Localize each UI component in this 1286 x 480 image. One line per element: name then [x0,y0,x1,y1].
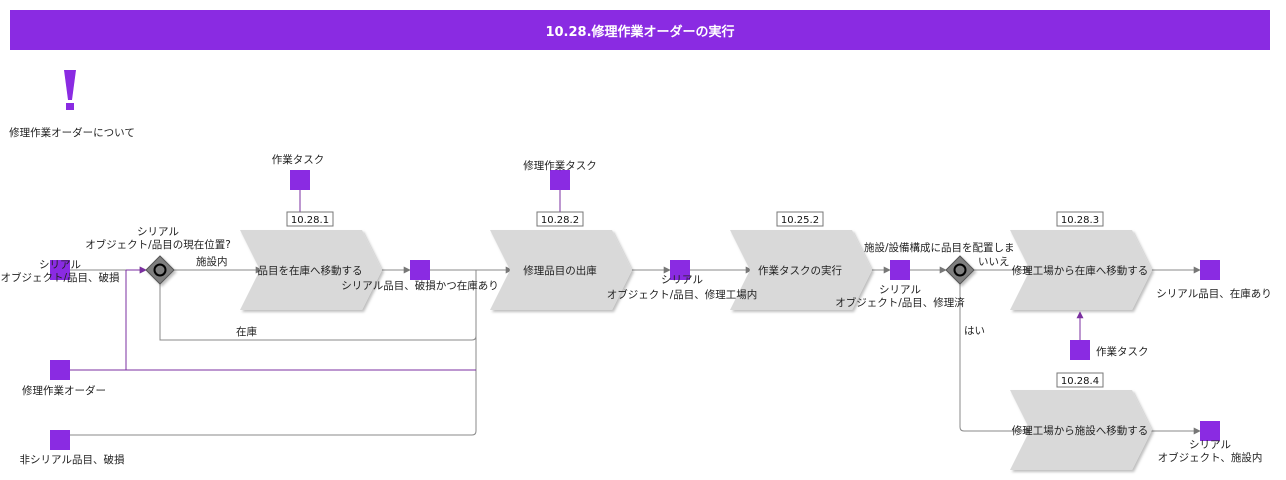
gateway2-no-label: いいえ [978,256,1010,268]
event-in-workshop[interactable] [670,260,690,280]
gateway2-yes-label: はい [964,325,985,337]
flow-non-serial [70,336,477,436]
ref-label-4: 10.28.3 [1061,215,1099,226]
event-workshop-line2: オブジェクト/品目、修理工場内 [607,288,758,301]
event-damaged-stock-label: シリアル品目、破損かつ在庫あり [341,279,498,292]
gateway2-question: 施設/設備構成に品目を配置しま [864,241,1015,254]
doc-label-task5: 作業タスク [1096,345,1149,358]
ref-label-5: 10.28.4 [1061,376,1099,387]
event-repaired[interactable] [890,260,910,280]
task-label-3: 作業タスクの実行 [758,264,842,277]
gateway1-no-label: 在庫 [236,325,257,338]
gateway1-yes-label: 施設内 [196,255,228,268]
event-input-line2: オブジェクト/品目、破損 [0,271,120,284]
doc-label-task1: 作業タスク [272,153,325,166]
exclamation-icon [64,70,76,110]
ref-box-2[interactable] [536,211,584,227]
gateway1-question-line2: オブジェクト/品目の現在位置? [85,238,231,251]
event-repaired-line2: オブジェクト/品目、修理済 [835,296,965,309]
gateway-1[interactable] [145,255,175,285]
ref-label-3: 10.25.2 [781,215,819,226]
event-serial-damaged-stock[interactable] [410,260,430,280]
ref-box-4[interactable] [1056,211,1104,227]
event-repair-order[interactable] [50,360,70,380]
doc-square-task1[interactable] [290,170,310,190]
task-label-4: 修理工場から在庫へ移動する [1012,264,1149,277]
task-chevron-2[interactable] [490,230,632,310]
event-non-serial[interactable] [50,430,70,450]
ref-box-5[interactable] [1056,372,1104,388]
task-label-1: 品目を在庫へ移動する [258,264,363,277]
doc-square-task2[interactable] [550,170,570,190]
event-facility-line1: シリアル [1189,439,1231,451]
event-in-stock[interactable] [1200,260,1220,280]
event-input-line1: シリアル [39,259,81,271]
doc-label-task2: 修理作業タスク [523,159,597,172]
event-non-serial-label: 非シリアル品目、破損 [20,453,125,466]
event-in-stock-label: シリアル品目、在庫あり [1156,287,1271,300]
event-in-facility[interactable] [1200,421,1220,441]
gateway1-question-line1: シリアル [137,226,179,238]
ref-box-1[interactable] [286,211,334,227]
flow-gateway2-yes [959,284,1033,435]
task-label-5: 修理工場から施設へ移動する [1012,424,1149,437]
task-label-2: 修理品目の出庫 [523,264,597,277]
task-chevron-4[interactable] [1010,230,1152,310]
event-serial-damaged-input[interactable] [50,260,70,280]
task-chevron-5[interactable] [1010,390,1152,470]
ref-label-1: 10.28.1 [291,215,329,226]
note-label: 修理作業オーダーについて [9,126,135,139]
page-title: 10.28.修理作業オーダーの実行 [10,10,1270,50]
event-facility-line2: オブジェクト、施設内 [1158,451,1263,464]
gateway-2[interactable] [945,255,975,285]
event-workshop-line1: シリアル [661,274,703,286]
task-chevron-3[interactable] [730,230,872,310]
ref-box-3[interactable] [776,211,824,227]
ref-label-2: 10.28.2 [541,215,579,226]
doc-square-task5[interactable] [1070,340,1090,360]
event-repair-order-label: 修理作業オーダー [22,384,106,397]
event-repaired-line1: シリアル [879,284,921,296]
task-chevron-1[interactable] [240,230,382,310]
